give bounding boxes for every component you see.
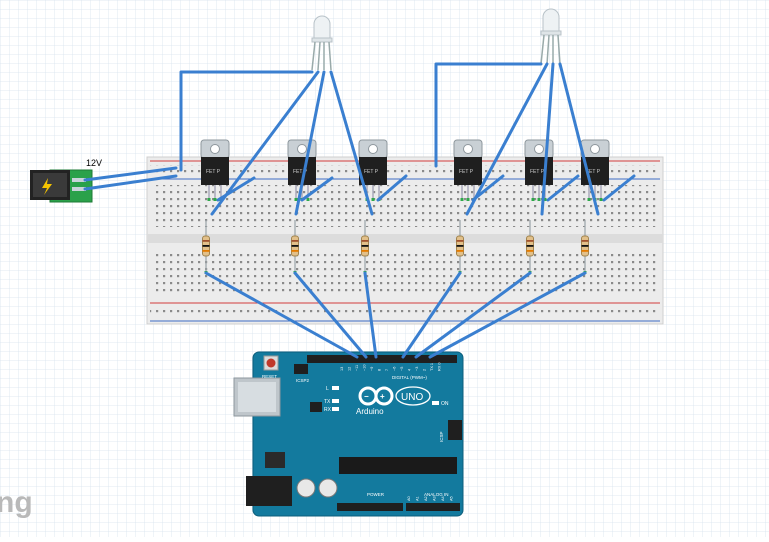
fet-label: FET P xyxy=(364,169,379,175)
fet-group: FET P FET P FET P FET P FET P FET P xyxy=(200,139,610,201)
power-jack xyxy=(30,169,93,203)
resistor-4 xyxy=(456,220,464,274)
analog-header-label: ANALOG IN xyxy=(424,492,449,497)
analog-pin-label: A1 xyxy=(416,496,420,501)
digital-pin-label: 2 xyxy=(423,369,427,371)
analog-pin-label: A2 xyxy=(424,496,428,501)
on-label: ON xyxy=(441,401,449,407)
l-label: L xyxy=(326,386,329,392)
digital-pin-label: RX 0 xyxy=(438,363,442,371)
wires xyxy=(83,62,636,359)
analog-pin-label: A0 xyxy=(407,496,411,501)
digital-pin-label: ~3 xyxy=(415,367,419,371)
analog-pin-label: A3 xyxy=(433,496,437,501)
arduino-uno: RESET ICSP2 − + UNO Arduino L TX RX ON I… xyxy=(233,351,464,517)
resistor-6 xyxy=(581,220,589,274)
rgb-led-2 xyxy=(540,8,562,65)
digital-pin-label: ~6 xyxy=(393,367,397,371)
digital-pin-label: 12 xyxy=(348,367,352,371)
svg-text:−: − xyxy=(364,392,369,401)
fet-label: FET P xyxy=(459,169,474,175)
resistor-5 xyxy=(526,220,534,274)
fet-6: FET P xyxy=(580,139,610,201)
model-label: UNO xyxy=(401,392,423,403)
digital-pin-label: 7 xyxy=(385,369,389,371)
digital-pin-label: ~11 xyxy=(355,365,359,371)
digital-pin-label: 8 xyxy=(378,369,382,371)
rx-label: RX xyxy=(324,407,332,413)
digital-pin-label: ~9 xyxy=(370,367,374,371)
watermark-text: ng xyxy=(0,486,33,519)
digital-pin-label: 13 xyxy=(340,367,344,371)
analog-pin-labels: A0 A1 A2 A3 A4 A5 xyxy=(407,496,454,501)
power-label: 12V xyxy=(86,158,102,168)
power-header-label: POWER xyxy=(367,492,385,497)
resistor-3 xyxy=(361,220,369,274)
fet-label: FET P xyxy=(586,169,601,175)
analog-pin-label: A5 xyxy=(450,496,454,501)
digital-pin-label: ~10 xyxy=(363,365,367,371)
fet-1: FET P xyxy=(200,139,230,201)
tx-label: TX xyxy=(324,399,331,405)
fet-label: FET P xyxy=(206,169,221,175)
fet-3: FET P xyxy=(358,139,388,201)
digital-pin-label: TX 1 xyxy=(430,363,434,371)
resistor-2 xyxy=(291,220,299,274)
digital-pin-label: ~5 xyxy=(400,367,404,371)
fet-4: FET P xyxy=(453,139,483,201)
icsp2-label: ICSP2 xyxy=(296,378,310,383)
fet-label: FET P xyxy=(530,169,545,175)
icsp-label: ICSP xyxy=(439,431,444,442)
analog-pin-label: A4 xyxy=(441,496,445,501)
rgb-led-1 xyxy=(311,15,333,71)
fet-label: FET P xyxy=(293,169,308,175)
brand-label: Arduino xyxy=(356,407,384,416)
resistor-1 xyxy=(202,220,210,274)
digital-pin-label: 4 xyxy=(408,369,412,371)
resistor-group xyxy=(202,220,589,274)
reset-label: RESET xyxy=(262,374,277,379)
digital-label: DIGITAL (PWM~) xyxy=(392,375,427,380)
svg-text:+: + xyxy=(380,392,385,401)
